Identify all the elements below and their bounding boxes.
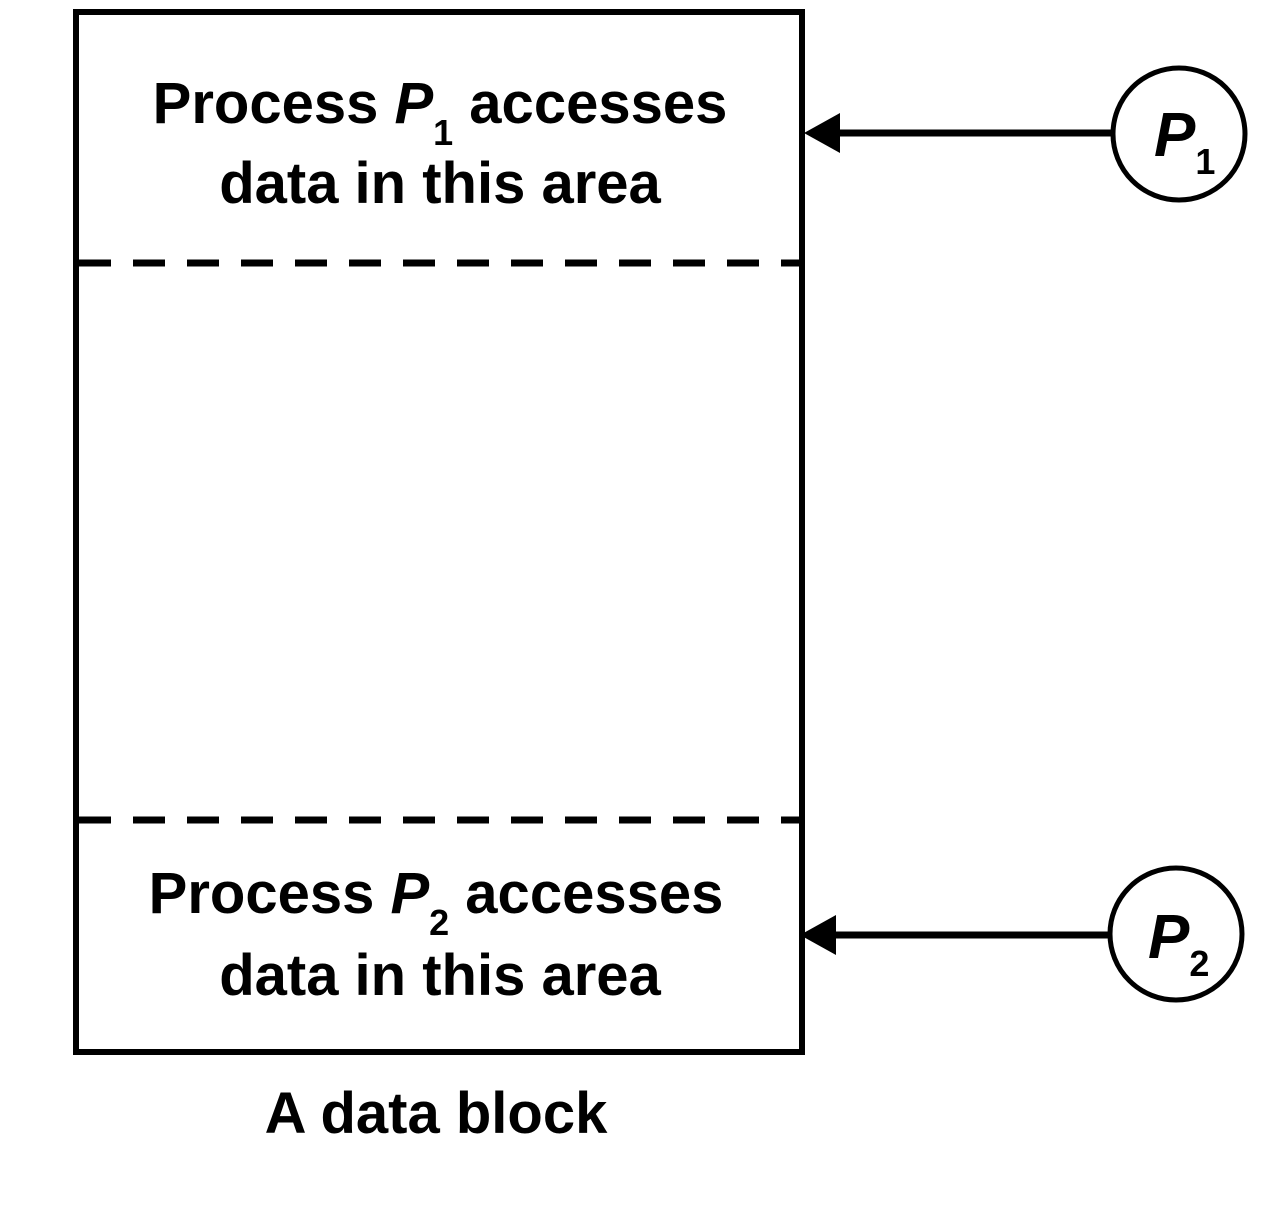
process-p2-node: [1107, 865, 1245, 1003]
process-p2-label: P2: [1148, 903, 1209, 984]
region-top-line1: Process P1 accesses: [153, 71, 728, 153]
arrow-p1-head: [804, 113, 840, 153]
region-bottom-line1: Process P2 accesses: [149, 861, 724, 943]
arrow-p2-head: [800, 915, 836, 955]
region-top-line2: data in this area: [219, 151, 661, 216]
data-block-rect: [73, 9, 805, 1055]
block-caption: A data block: [265, 1081, 608, 1146]
process-p1-label: P1: [1154, 101, 1215, 182]
process-p1-node: [1110, 65, 1248, 203]
region-bottom-line2: data in this area: [219, 943, 661, 1008]
